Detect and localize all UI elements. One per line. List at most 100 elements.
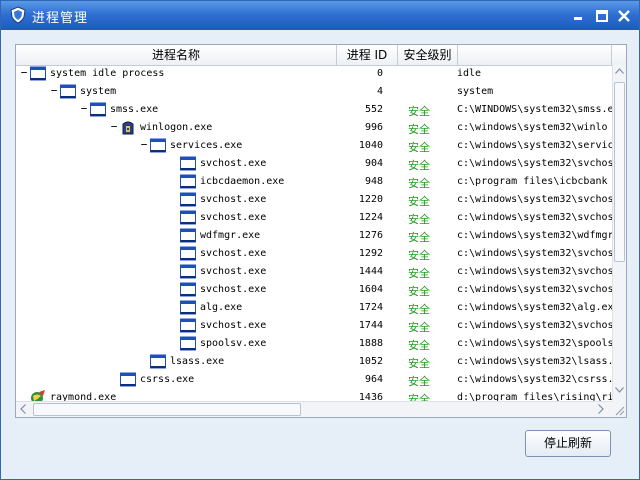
process-path: c:\windows\system32\svchos — [457, 212, 612, 223]
safety-level: 安全 — [408, 249, 430, 262]
winlogon-icon — [120, 120, 136, 135]
window-icon — [180, 246, 196, 261]
process-path: c:\windows\system32\lsass. — [457, 356, 612, 367]
safety-level: 安全 — [408, 357, 430, 370]
window-icon — [150, 354, 166, 369]
scroll-left-icon[interactable] — [20, 404, 26, 414]
process-id: 996 — [364, 122, 383, 133]
column-header-path[interactable] — [458, 45, 612, 65]
safety-level: 安全 — [408, 267, 430, 280]
vertical-scrollbar[interactable] — [612, 65, 626, 401]
safety-level: 安全 — [408, 285, 430, 298]
process-path: c:\windows\system32\svchos — [457, 266, 612, 277]
safety-level: 安全 — [408, 213, 430, 226]
safety-level: 安全 — [408, 321, 430, 334]
process-name: icbcdaemon.exe — [200, 176, 285, 187]
scroll-down-icon[interactable] — [615, 387, 624, 393]
collapse-icon[interactable]: − — [140, 138, 148, 151]
safety-level: 安全 — [408, 195, 430, 208]
process-path: c:\windows\system32\wdfmgr — [457, 230, 612, 241]
window-icon — [150, 138, 166, 153]
close-icon[interactable] — [617, 10, 631, 22]
stop-refresh-button[interactable]: 停止刷新 — [525, 430, 611, 457]
process-path: c:\windows\system32\spools — [457, 338, 612, 349]
process-name: lsass.exe — [170, 356, 225, 367]
process-name: alg.exe — [200, 302, 243, 313]
scroll-right-icon[interactable] — [598, 404, 604, 414]
column-header-safety[interactable]: 安全级别 — [398, 45, 458, 65]
process-path: c:\windows\system32\winlo — [457, 122, 608, 133]
process-name: csrss.exe — [140, 374, 195, 385]
column-header-pid[interactable]: 进程 ID — [337, 45, 398, 65]
process-id: 904 — [364, 158, 383, 169]
vertical-scroll-thumb[interactable] — [614, 82, 625, 262]
safety-level: 安全 — [408, 141, 430, 154]
process-name: wdfmgr.exe — [200, 230, 261, 241]
process-id: 1604 — [358, 284, 383, 295]
process-id: 552 — [364, 104, 383, 115]
horizontal-scrollbar[interactable] — [16, 401, 612, 417]
collapse-icon[interactable]: − — [20, 66, 28, 79]
resize-grip-icon — [615, 406, 625, 416]
process-row[interactable]: svchost.exe 904 安全 c:\windows\system32\svch… — [16, 155, 612, 173]
process-name: svchost.exe — [200, 158, 267, 169]
safety-level: 安全 — [408, 159, 430, 172]
process-path: idle — [457, 68, 482, 79]
process-name: svchost.exe — [200, 212, 267, 223]
window-icon — [180, 300, 196, 315]
rising-icon — [30, 390, 46, 401]
collapse-icon[interactable]: − — [80, 102, 88, 115]
process-name: system — [80, 86, 117, 97]
maximize-icon[interactable] — [595, 10, 609, 22]
collapse-icon[interactable]: − — [110, 120, 118, 133]
window-icon — [180, 210, 196, 225]
process-id: 4 — [376, 86, 383, 97]
window-icon — [180, 264, 196, 279]
horizontal-scroll-thumb[interactable] — [33, 403, 301, 416]
window-icon — [90, 102, 106, 117]
process-path: c:\program files\icbcbank — [457, 176, 608, 187]
process-name: system idle process — [50, 68, 165, 79]
process-id: 1744 — [358, 320, 383, 331]
process-name: svchost.exe — [200, 266, 267, 277]
process-path: c:\windows\system32\svchos — [457, 320, 612, 331]
process-id: 1436 — [358, 392, 383, 401]
process-path: c:\windows\system32\svchos — [457, 248, 612, 259]
process-path: c:\windows\system32\csrss. — [457, 374, 612, 385]
safety-level: 安全 — [408, 375, 430, 388]
process-path: c:\windows\system32\svchos — [457, 158, 612, 169]
column-header-name[interactable]: 进程名称 — [16, 45, 337, 65]
safety-level: 安全 — [408, 105, 430, 118]
window-icon — [180, 282, 196, 297]
safety-level: 安全 — [408, 231, 430, 244]
collapse-icon[interactable]: − — [50, 84, 58, 97]
window-icon — [180, 318, 196, 333]
title-bar[interactable]: 进程管理 — [1, 1, 639, 30]
resize-grip[interactable] — [612, 401, 626, 417]
scroll-up-icon[interactable] — [615, 68, 624, 74]
safety-level: 安全 — [408, 303, 430, 316]
minimize-icon[interactable] — [572, 10, 586, 22]
window-icon — [120, 372, 136, 387]
process-name: smss.exe — [110, 104, 159, 115]
